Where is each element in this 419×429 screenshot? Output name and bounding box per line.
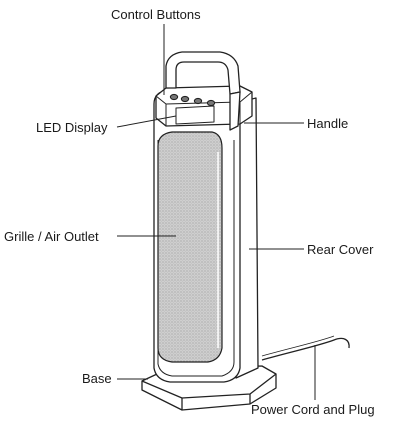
label-grille: Grille / Air Outlet	[4, 229, 99, 244]
grille-shape	[157, 131, 223, 363]
label-base: Base	[82, 371, 112, 386]
control-buttons-shape	[169, 93, 216, 107]
label-led-display: LED Display	[36, 120, 108, 135]
label-rear-cover: Rear Cover	[307, 242, 374, 257]
leader-led-display	[116, 115, 177, 128]
power-cord-shape	[261, 337, 350, 361]
handle-shape	[165, 51, 241, 131]
label-power-cord: Power Cord and Plug	[251, 402, 375, 417]
label-handle: Handle	[307, 116, 349, 131]
label-control-buttons: Control Buttons	[111, 7, 201, 22]
control-panel-shape	[155, 85, 253, 127]
